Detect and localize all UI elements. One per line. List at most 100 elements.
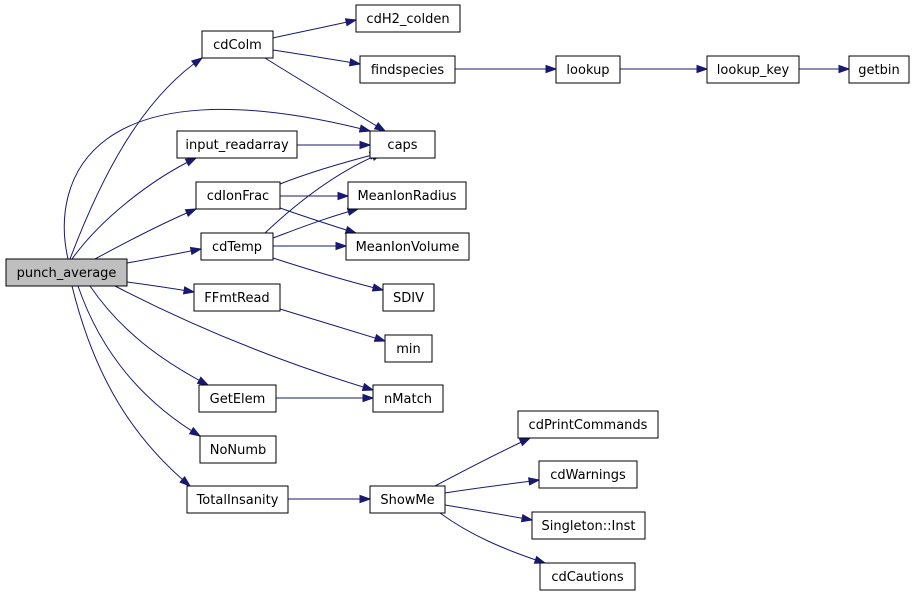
node-nonumb[interactable]: NoNumb [199,435,277,464]
node-label: ShowMe [380,493,434,508]
node-label: caps [387,138,417,153]
node-box [382,283,435,312]
edge-line [69,57,203,260]
edge-line [71,285,191,487]
node-cdionfrac[interactable]: cdIonFrac [195,181,281,210]
edge-punch_average-to-cdIonFrac [94,208,198,260]
node-input-readarray[interactable]: input_readarray [176,130,298,159]
node-cdwarnings[interactable]: cdWarnings [538,460,638,489]
node-box [706,55,800,84]
edge-line [434,437,531,487]
node-sdiv[interactable]: SDIV [382,283,435,312]
node-totalinsanity[interactable]: TotalInsanity [186,485,289,514]
arrowhead-icon [358,124,372,133]
edge-cdColm-to-findspecies [272,49,362,67]
edge-lookup-to-lookup_key [620,64,709,74]
edge-line [94,208,197,260]
node-meanionvolume[interactable]: MeanIonVolume [345,232,470,261]
edge-punch_average-to-GetElem [89,285,210,386]
arrowhead-icon [335,241,348,251]
node-ffmtread[interactable]: FFmtRead [193,283,281,312]
edge-line [444,479,540,494]
node-meanionradius[interactable]: MeanIonRadius [347,181,467,210]
node-showme[interactable]: ShowMe [369,485,446,514]
node-box [200,232,274,261]
node-label: TotalInsanity [196,493,279,508]
arrowhead-icon [359,494,372,504]
node-label: cdWarnings [550,468,626,483]
edge-ShowMe-to-Singleton_Inst [444,504,534,523]
arrowhead-icon [184,157,198,167]
node-label: cdH2_colden [366,12,449,27]
arrowhead-icon [196,376,210,386]
edge-punch_average-to-cdColm [69,57,204,260]
arrowhead-icon [337,191,350,201]
node-box [201,30,274,59]
node-getbin[interactable]: getbin [848,55,910,84]
node-label: FFmtRead [204,291,269,306]
node-label: cdCautions [551,570,624,585]
arrowhead-icon [838,64,851,74]
node-box [369,130,436,159]
arrowhead-icon [518,437,532,447]
edge-line [272,49,361,65]
node-caps[interactable]: caps [369,130,436,159]
node-cdcolm[interactable]: cdColm [201,30,274,59]
node-cdprintcommands[interactable]: cdPrintCommands [517,410,659,439]
node-cdtemp[interactable]: cdTemp [200,232,274,261]
node-box [848,55,910,84]
node-min[interactable]: min [384,334,433,363]
edge-lookup_key-to-getbin [799,64,851,74]
node-label: cdColm [213,38,262,53]
node-label: lookup [566,63,609,78]
node-lookup[interactable]: lookup [555,55,621,84]
edge-cdIonFrac-to-MeanIonRadius [280,191,350,201]
node-cdh2-colden[interactable]: cdH2_colden [355,4,461,33]
edge-GetElem-to-nMatch [276,393,375,403]
edge-cdTemp-to-MeanIonRadius [272,207,360,239]
edge-cdColm-to-caps [264,57,387,132]
arrowhead-icon [361,382,375,391]
arrowhead-icon [528,477,541,486]
node-label: MeanIonVolume [356,240,460,255]
edges-layer [63,18,851,564]
node-cdcautions[interactable]: cdCautions [539,562,636,591]
node-box [369,485,446,514]
node-box [538,460,638,489]
edge-TotalInsanity-to-ShowMe [288,494,372,504]
node-label: cdIonFrac [207,189,269,204]
node-getelem[interactable]: GetElem [198,384,277,413]
edge-line [71,157,197,260]
node-findspecies[interactable]: findspecies [359,55,456,84]
node-box [5,258,128,287]
node-box [555,55,621,84]
node-label: min [396,342,421,357]
edge-line [63,108,371,260]
edge-line [114,285,374,391]
edge-punch_average-to-NoNumb [77,285,202,437]
node-lookup-key[interactable]: lookup_key [706,55,800,84]
edge-line [279,152,381,185]
node-label: lookup_key [717,63,790,78]
edge-cdTemp-to-SDIV [272,257,385,292]
edge-line [264,152,383,234]
arrowhead-icon [184,208,198,217]
node-box [193,283,281,312]
node-nmatch[interactable]: nMatch [372,384,444,413]
node-label: getbin [858,63,899,78]
edge-line [89,285,209,386]
arrowhead-icon [344,225,358,234]
node-label: punch_average [17,266,117,281]
node-box [384,334,433,363]
node-box [372,384,444,413]
node-box [176,130,298,159]
node-punch-average[interactable]: punch_average [5,258,128,287]
edge-input_readarray-to-caps [297,140,372,150]
edge-line [272,19,357,39]
node-box [539,562,636,591]
edge-line [279,308,386,342]
edge-line [264,57,386,132]
node-box [531,511,646,540]
node-singleton-inst[interactable]: Singleton::Inst [531,511,646,540]
node-label: Singleton::Inst [542,519,636,534]
